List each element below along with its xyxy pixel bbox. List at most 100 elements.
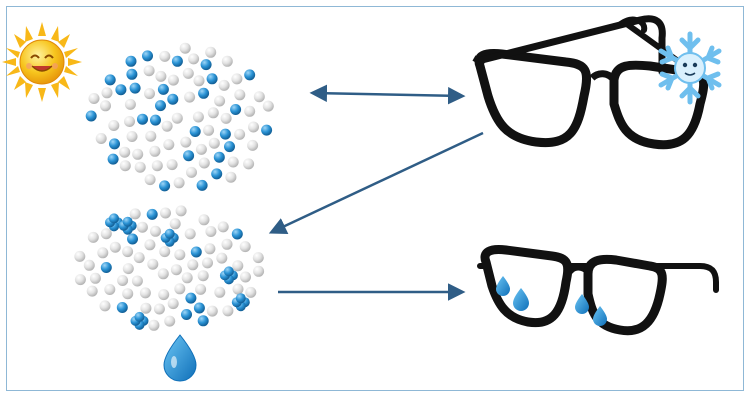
air-molecule [253, 252, 264, 263]
water-molecule-cluster [236, 293, 246, 303]
air-molecule [205, 226, 216, 237]
air-molecule [221, 113, 232, 124]
water-molecule [214, 152, 225, 163]
air-molecule [158, 268, 169, 279]
air-molecule [218, 221, 229, 232]
air-molecule [152, 160, 163, 171]
air-molecule [222, 56, 233, 67]
water-molecule [198, 315, 209, 326]
air-molecule [245, 287, 256, 298]
air-molecule [225, 172, 236, 183]
air-molecule [198, 270, 209, 281]
air-molecule [159, 246, 170, 257]
air-molecule [182, 272, 193, 283]
water-molecule [101, 262, 112, 273]
air-molecule [130, 208, 141, 219]
water-molecule [183, 150, 194, 161]
air-molecule [214, 96, 225, 107]
water-molecule [126, 56, 137, 67]
air-molecule [253, 266, 264, 277]
air-molecule [144, 239, 155, 250]
air-molecule [183, 68, 194, 79]
air-molecule [87, 286, 98, 297]
air-molecule [149, 146, 160, 157]
air-molecule [84, 260, 95, 271]
air-molecule [110, 242, 121, 253]
air-molecule [155, 71, 166, 82]
air-molecule [96, 133, 107, 144]
air-molecule [234, 129, 245, 140]
air-molecule [100, 100, 111, 111]
air-molecule [185, 228, 196, 239]
air-molecule [222, 239, 233, 250]
air-molecule [204, 243, 215, 254]
air-molecule [172, 113, 183, 124]
air-molecule [243, 158, 254, 169]
air-molecule [127, 131, 138, 142]
air-molecule [228, 157, 239, 168]
sun-icon [2, 22, 82, 102]
air-molecule [145, 174, 156, 185]
air-molecule [159, 51, 170, 62]
air-molecule [160, 208, 171, 219]
water-molecule [115, 84, 126, 95]
air-molecule [248, 122, 259, 133]
air-molecule [205, 47, 216, 58]
air-molecule [232, 260, 243, 271]
air-molecule [163, 139, 174, 150]
air-molecule [90, 273, 101, 284]
air-molecule [196, 144, 207, 155]
air-molecule [122, 288, 133, 299]
water-molecule [108, 154, 119, 165]
water-molecule [86, 111, 97, 122]
air-molecule [74, 251, 85, 262]
water-molecule [147, 209, 158, 220]
air-molecule [195, 284, 206, 295]
air-molecule [180, 43, 191, 54]
air-molecule [194, 75, 205, 86]
air-molecule [214, 287, 225, 298]
air-molecule [234, 89, 245, 100]
air-molecule [203, 125, 214, 136]
air-molecule [180, 137, 191, 148]
air-molecule [102, 87, 113, 98]
air-molecule [132, 276, 143, 287]
water-molecule [230, 104, 241, 115]
air-molecule [209, 138, 220, 149]
air-molecule [150, 226, 161, 237]
air-molecule [263, 101, 274, 112]
water-molecule [194, 303, 205, 314]
water-molecule [159, 180, 170, 191]
water-molecule [105, 74, 116, 85]
air-molecule [120, 160, 131, 171]
air-molecule [244, 106, 255, 117]
air-molecule [174, 177, 185, 188]
exchange-arrow [313, 93, 462, 96]
condensing-molecule-cloud [74, 205, 264, 330]
air-molecule [125, 99, 136, 110]
air-molecule [199, 214, 210, 225]
air-molecule [240, 272, 251, 283]
air-molecule [148, 320, 159, 331]
warm-air-molecule-cloud [86, 43, 274, 192]
water-molecule-cluster [135, 312, 145, 322]
water-molecule-cluster [123, 217, 133, 227]
air-molecule [219, 80, 230, 91]
air-molecule [174, 283, 185, 294]
air-molecule [199, 158, 210, 169]
air-molecule [158, 289, 169, 300]
air-molecule [134, 252, 145, 263]
water-molecule [190, 126, 201, 137]
air-molecule [124, 116, 135, 127]
air-molecule [147, 259, 158, 270]
water-molecule [109, 138, 120, 149]
air-molecule [233, 284, 244, 295]
water-molecule [142, 50, 153, 61]
air-molecule [193, 112, 204, 123]
cooling-arrow [272, 133, 483, 232]
air-molecule [162, 121, 173, 132]
air-molecule [247, 140, 258, 151]
water-molecule-cluster [109, 213, 119, 223]
air-molecule [170, 218, 181, 229]
